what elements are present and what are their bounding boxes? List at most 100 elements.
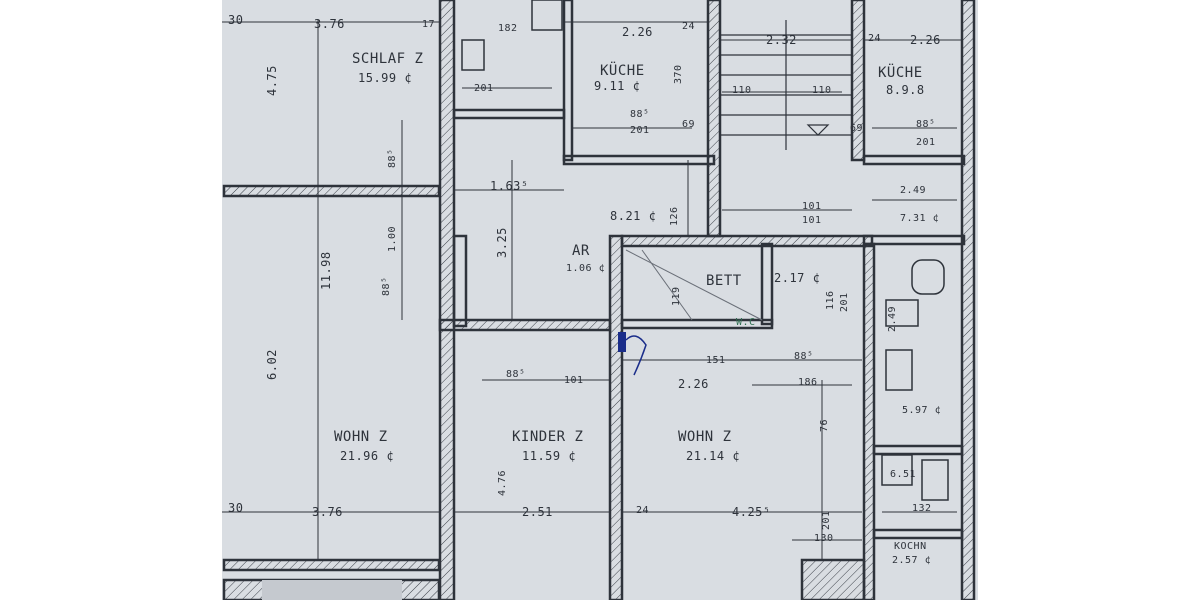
wall: [222, 558, 441, 572]
bottom-strip: [262, 580, 402, 600]
floor-plan-walls: [222, 0, 976, 600]
wall: [800, 558, 866, 600]
dim-label: 116: [825, 290, 836, 310]
wall: [452, 108, 566, 120]
room-area-vr: 8.21 ¢: [610, 209, 657, 223]
wall: [872, 444, 964, 456]
room-diagonal: [625, 249, 763, 321]
wall: [872, 528, 964, 540]
wc-label: W.C: [736, 317, 756, 328]
dim-label: 11.98: [319, 251, 333, 290]
dim-label: 2.51: [522, 505, 553, 519]
dim-label: 88⁵: [506, 369, 526, 380]
dim-label: 88⁵: [381, 276, 392, 296]
dim-label: 4.25⁵: [732, 505, 771, 519]
room-area-wohnz-left: 21.96 ¢: [340, 449, 395, 463]
room-area-kochn: 2.57 ¢: [892, 555, 932, 566]
dim-label: 110: [732, 85, 752, 96]
dim-label: 4.76: [497, 469, 508, 496]
wall: [438, 0, 456, 600]
wall: [452, 234, 468, 328]
dim-label: 182: [498, 23, 518, 34]
room-name-kochn: KOCHN: [894, 541, 927, 552]
dim-label: 2.26: [622, 25, 653, 39]
wall: [706, 0, 722, 238]
room-name-kinderz: KINDER Z: [512, 429, 584, 445]
dim-label: 2.26: [678, 377, 709, 391]
ink-scribble: [625, 335, 647, 376]
dim-label: 17: [422, 19, 436, 30]
dim-label: 30: [228, 13, 244, 27]
dim-label: 2.49: [900, 185, 927, 196]
dim-label: 1.00: [387, 225, 398, 252]
ink-stamp: [618, 332, 626, 352]
wall: [562, 154, 716, 166]
dim-label: 69: [850, 123, 864, 134]
wall: [862, 242, 876, 600]
dim-label: 24: [682, 21, 696, 32]
dim-label: 88⁵: [387, 148, 398, 168]
room-name-bett: BETT: [706, 273, 742, 289]
room-area-r: 7.31 ¢: [900, 213, 940, 224]
room-area-ar: 1.06 ¢: [566, 263, 606, 274]
dim-label: 151: [706, 355, 726, 366]
dim-label: 24: [636, 505, 650, 516]
dim-label: 201: [839, 292, 850, 312]
dim-label: 1.63⁵: [490, 179, 529, 193]
dim-label: 88⁵: [916, 119, 936, 130]
dim-label: 88⁵: [794, 351, 814, 362]
sanitary-fixtures: [461, 0, 949, 501]
room-name-wohnz-right: WOHN Z: [678, 429, 732, 445]
dim-label: 88⁵: [630, 109, 650, 120]
dim-label: 130: [814, 533, 834, 544]
dim-label: 101: [564, 375, 584, 386]
dim-label: 370: [673, 64, 684, 84]
dimension-lines: [222, 20, 962, 560]
dim-label: 2.49: [887, 305, 898, 332]
wall: [608, 234, 624, 600]
staircase: [720, 20, 852, 150]
dim-label: 4.75: [265, 65, 279, 96]
dim-label: 101: [802, 201, 822, 212]
dim-label: 6.51: [890, 469, 917, 480]
floor-plan: SCHLAF Z 15.99 ¢ KÜCHE 9.11 ¢ KÜCHE 8.9.…: [222, 0, 978, 600]
dim-label: 132: [912, 503, 932, 514]
dim-label: 3.25: [495, 227, 509, 258]
dim-label: 76: [819, 418, 830, 432]
dim-label: 24: [868, 33, 882, 44]
dim-label: 3.76: [312, 505, 343, 519]
wall: [862, 154, 966, 166]
dim-label: 3.76: [314, 17, 345, 31]
wall: [862, 234, 966, 246]
room-name-kueche-1: KÜCHE: [600, 63, 645, 79]
dim-label: 2.26: [910, 33, 941, 47]
dim-label: 201: [474, 83, 494, 94]
dim-label: 30: [228, 501, 244, 515]
room-name-wohnz-left: WOHN Z: [334, 429, 388, 445]
room-name-ar: AR: [572, 243, 590, 259]
dim-label: 186: [798, 377, 818, 388]
dim-label: 6.02: [265, 349, 279, 380]
room-name-schlafz: SCHLAF Z: [352, 51, 424, 67]
wall: [960, 0, 976, 600]
dim-label: 119: [671, 286, 682, 306]
dim-label: 201: [630, 125, 650, 136]
dim-label: 201: [916, 137, 936, 148]
room-area-wohnz-right: 21.14 ¢: [686, 449, 741, 463]
dim-label: 126: [669, 206, 680, 226]
room-area-bett: 2.17 ¢: [774, 271, 821, 285]
room-area-kinderz: 11.59 ¢: [522, 449, 577, 463]
dim-label: 201: [821, 510, 832, 530]
dim-label: 2.32: [766, 33, 797, 47]
wall: [850, 0, 866, 162]
wall: [562, 0, 574, 162]
room-area-kueche-1: 9.11 ¢: [594, 79, 641, 93]
wall: [222, 184, 441, 198]
room-name-kueche-2: KÜCHE: [878, 65, 923, 81]
dim-label: 69: [682, 119, 696, 130]
wall: [760, 242, 774, 326]
room-area-schlafz: 15.99 ¢: [358, 71, 413, 85]
wall: [620, 234, 874, 248]
dim-label: 101: [802, 215, 822, 226]
room-area-bad: 5.97 ¢: [902, 405, 942, 416]
